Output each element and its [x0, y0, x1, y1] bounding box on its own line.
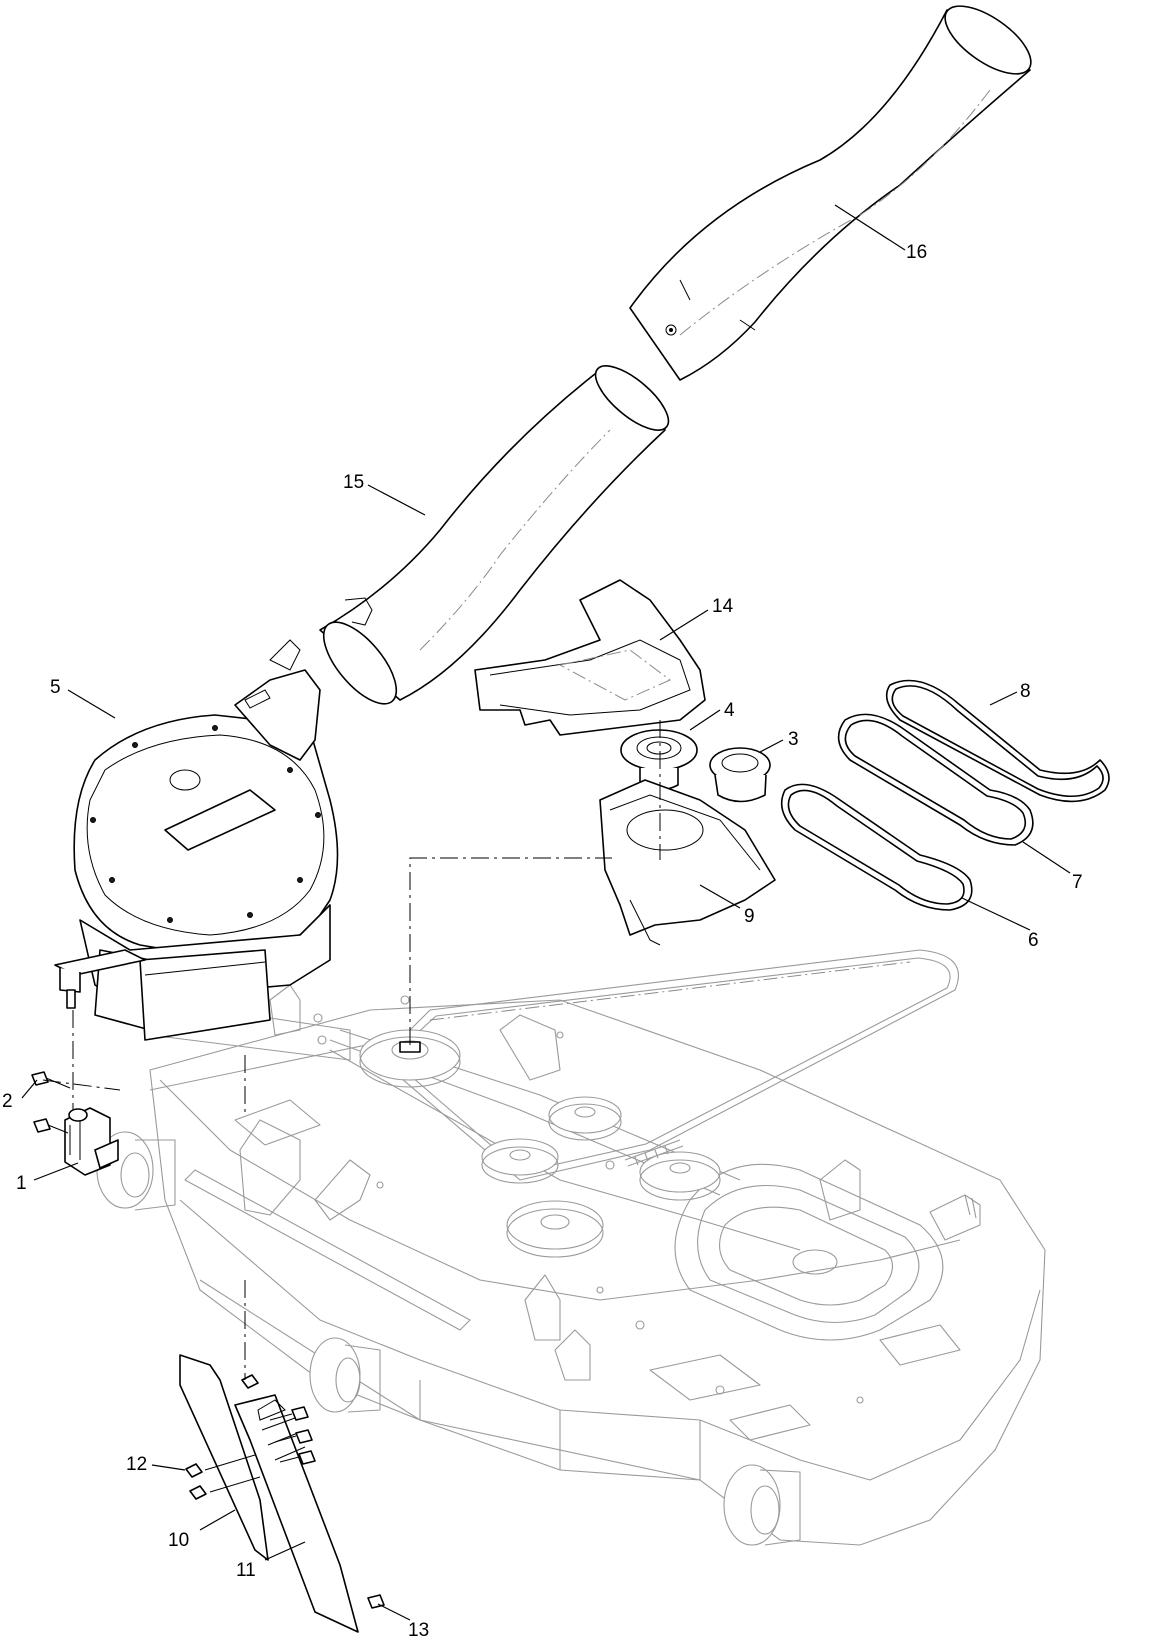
callout-5: 5: [50, 677, 61, 698]
callout-13: 13: [408, 1620, 429, 1641]
callout-2: 2: [2, 1091, 13, 1112]
part-15-lower-chute: [319, 365, 670, 705]
callout-3: 3: [788, 729, 799, 750]
callout-labels: 1 2 3 4 5 6 7 8 9 10 11 12 13 14 15 16: [2, 242, 1083, 1641]
part-4-idler-bearing: [620, 729, 698, 791]
callout-4: 4: [724, 700, 735, 721]
callout-9: 9: [744, 906, 755, 927]
callout-16: 16: [906, 242, 927, 263]
part-1-mount-bracket: [64, 1107, 119, 1176]
callout-1: 1: [16, 1173, 27, 1194]
idler-pulley-1: [548, 1096, 622, 1141]
callout-leaders: [21, 204, 1071, 1621]
part-6-belt: [780, 783, 973, 911]
idler-pulley-2: [481, 1138, 559, 1184]
deck-bolts: [313, 995, 864, 1404]
front-roller: [723, 1464, 801, 1546]
part-8-belt: [885, 679, 1110, 803]
callout-10: 10: [168, 1530, 189, 1551]
part-2-bolt-upper: [31, 1071, 71, 1089]
part-9-bracket: [599, 779, 776, 946]
tension-spring: [624, 1139, 684, 1167]
spindle-pulley-right: [639, 1151, 721, 1201]
deck-drive-belt: [379, 949, 960, 1181]
part-5-blower-housing: [54, 639, 339, 1041]
callout-6: 6: [1028, 930, 1039, 951]
part-10-baffle-plate: [179, 1354, 269, 1561]
part-14-belt-cover: [474, 579, 706, 736]
rear-roller-right: [309, 1337, 381, 1413]
callout-15: 15: [343, 472, 364, 493]
callout-8: 8: [1020, 681, 1031, 702]
spindle-pulley-center: [506, 1200, 604, 1258]
callout-12: 12: [126, 1454, 147, 1475]
callout-14: 14: [712, 596, 734, 617]
callout-11: 11: [236, 1560, 256, 1581]
grease-fitting: [929, 1194, 981, 1241]
part-11-baffle-plate: [234, 1394, 359, 1633]
part-7-belt: [837, 713, 1034, 846]
part-2-bolt-lower: [33, 1118, 69, 1134]
part-16-upper-chute: [629, 5, 1032, 381]
part-12-nuts: [185, 1374, 261, 1500]
assembly-centerlines: [42, 720, 661, 1380]
callout-7: 7: [1072, 872, 1083, 893]
part-3-idler-bearing: [709, 747, 771, 803]
